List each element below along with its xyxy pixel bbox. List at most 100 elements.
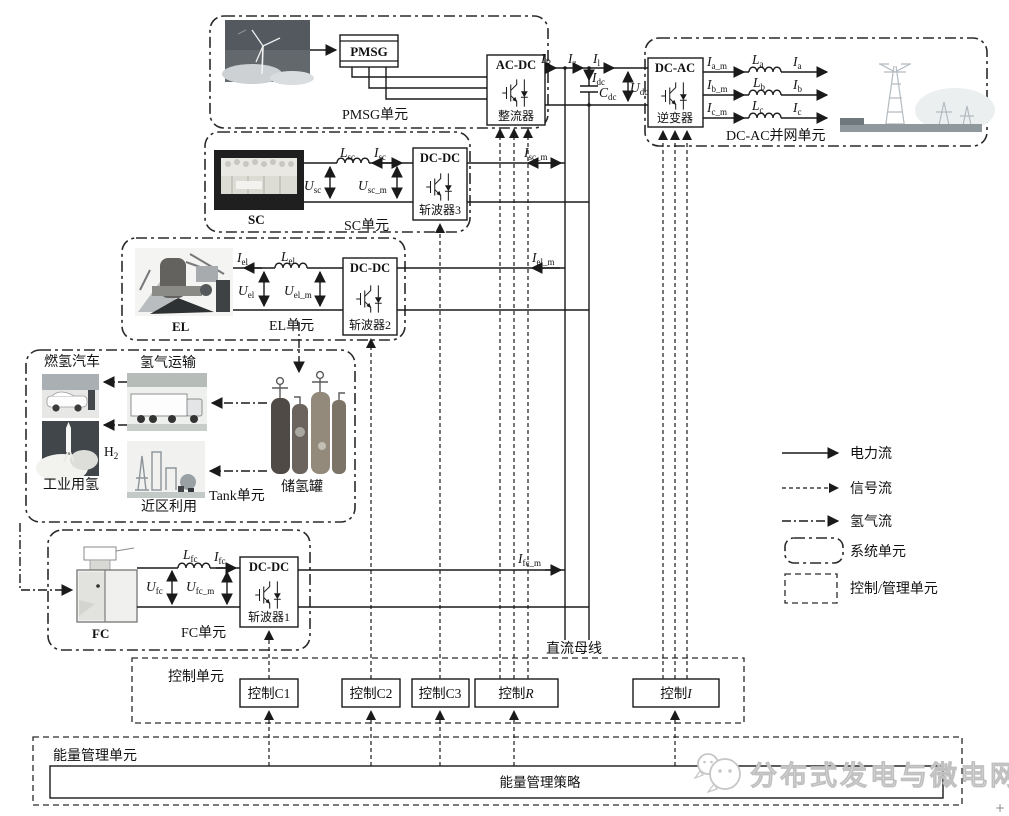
industrial-hydrogen-photo: [36, 421, 99, 482]
tank-to-fc-line: [19, 523, 74, 596]
sc-device-label: SC: [248, 212, 265, 227]
chopper1-block: DC-DC 斩波器1: [239, 556, 299, 628]
rectifier-type-label: AC-DC: [496, 58, 536, 72]
el-device-label: EL: [172, 319, 190, 334]
legend-hydrogen-label: 氢气流: [850, 514, 892, 530]
corner-plus-artifact: +: [995, 801, 1005, 815]
inverter-type-label: DC-AC: [655, 61, 695, 75]
fc-unit-label: FC单元: [181, 625, 226, 641]
label-I_fc_m: Ifc_m: [517, 551, 541, 568]
control-c2-box: 控制C2: [341, 678, 401, 708]
pmsg-generator-block: PMSG: [339, 34, 399, 68]
chopper1-type-label: DC-DC: [249, 560, 289, 574]
legend-system-unit-label: 系统单元: [850, 544, 906, 560]
pmsg-label: PMSG: [350, 44, 388, 59]
label-I_el: Iel: [236, 250, 248, 267]
svg-text:控制I: 控制I: [660, 686, 693, 701]
label-U_el: Uel: [238, 283, 255, 300]
legend-control-unit-swatch: [784, 573, 838, 604]
label-I_sc: Isc: [373, 145, 386, 162]
grid-phase-lines: [703, 66, 829, 124]
label-L_sc: Lsc: [339, 145, 355, 162]
watermark: 分布式发电与微电网: [693, 753, 1009, 794]
label-I_R: IR: [540, 51, 552, 68]
control-c3-box: 控制C3: [411, 678, 470, 708]
industrial-hydrogen-label: 工业用氢: [43, 477, 99, 493]
grid-tower-photo: [838, 52, 995, 138]
pmsg-unit-boundary: [209, 15, 549, 129]
hydrogen-car-label: 燃氢汽车: [44, 353, 100, 370]
fc-wires: [137, 562, 589, 608]
el-wires: [233, 262, 589, 311]
legend-power-label: 电力流: [850, 446, 892, 462]
pmsg-three-phase-wires: [351, 67, 487, 100]
wind-turbine-photo: [222, 20, 314, 85]
label-H2: H2: [104, 444, 118, 461]
pmsg-unit-label: PMSG单元: [342, 107, 408, 123]
strategy-feed-lines: [263, 709, 681, 766]
energy-unit-label: 能量管理单元: [53, 748, 137, 764]
label-I_fc: Ifc: [213, 549, 226, 566]
hydrogen-truck-photo: [127, 373, 207, 431]
label-U_el_m: Uel_m: [284, 283, 312, 300]
sc-unit-boundary: [204, 131, 471, 233]
label-I_a_m: Ia_m: [706, 54, 727, 71]
control-r-box: 控制R: [474, 678, 559, 708]
tank-unit-boundary: [25, 349, 356, 523]
label-U_fc: Ufc: [146, 579, 163, 596]
chopper2-type-label: DC-DC: [350, 261, 390, 275]
el-unit-boundary: [121, 237, 406, 341]
local-use-photo: [127, 441, 205, 498]
label-I_sc_m: Isc_m: [523, 145, 548, 162]
hydrogen-storage-label: 储氢罐: [281, 479, 323, 495]
sc-unit-label: SC单元: [344, 218, 389, 234]
label-I_c_m: Ic_m: [706, 100, 727, 117]
control-c1-box: 控制C1: [239, 678, 299, 708]
dc-link: [545, 62, 648, 640]
fc-device-label: FC: [92, 626, 109, 641]
label-U_fc_m: Ufc_m: [186, 579, 214, 596]
legend-system-unit-swatch: [784, 537, 844, 564]
label-L_c: Lc: [751, 98, 764, 115]
dc-bus-label: 直流母线: [546, 640, 602, 657]
label-U_sc_m: Usc_m: [358, 178, 387, 195]
watermark-text: 分布式发电与微电网: [750, 760, 1009, 791]
chopper1-name-label: 斩波器1: [248, 610, 290, 624]
tank-unit-label: Tank单元: [209, 488, 265, 504]
local-use-label: 近区利用: [141, 499, 197, 515]
gate-signal-lines: [263, 127, 693, 679]
grid-unit-boundary: [644, 37, 988, 147]
chopper3-type-label: DC-DC: [420, 151, 460, 165]
chopper2-name-label: 斩波器2: [349, 318, 391, 332]
grid-unit-label: DC-AC并网单元: [726, 128, 826, 144]
svg-text:控制C1: 控制C1: [248, 686, 291, 701]
control-unit-label: 控制单元: [168, 669, 224, 685]
legend-control-unit-label: 控制/管理单元: [850, 581, 938, 597]
label-U_dc: Udc: [630, 80, 648, 97]
electrolyzer-photo: [135, 248, 233, 316]
energy-strategy-label: 能量管理策略: [500, 774, 581, 790]
label-L_a: La: [751, 52, 764, 69]
fuel-cell-photo: [76, 546, 138, 623]
label-I_b_m: Ib_m: [706, 77, 728, 94]
svg-text:控制C3: 控制C3: [419, 686, 462, 701]
control-unit-boundary: [131, 657, 745, 724]
wechat-chat-bubbles-icon: [693, 753, 741, 794]
control-i-box: 控制I: [632, 678, 720, 708]
inverter-block: DC-AC 逆变器: [647, 57, 704, 128]
fc-unit-boundary: [47, 529, 311, 651]
chopper3-block: DC-DC 斩波器3: [412, 147, 468, 221]
chopper2-block: DC-DC 斩波器2: [342, 257, 398, 336]
label-C_dc: Cdc: [599, 85, 617, 102]
rectifier-block: AC-DC 整流器: [486, 54, 546, 126]
label-U_sc: Usc: [304, 178, 321, 195]
energy-unit-boundary: [32, 736, 963, 806]
el-unit-label: EL单元: [269, 318, 314, 334]
label-I_c: Ic: [792, 100, 802, 117]
label-I_a: Ia: [792, 54, 802, 71]
rectifier-name-label: 整流器: [498, 108, 534, 123]
hydrogen-cylinders-photo: [268, 370, 348, 476]
label-I_el_m: Iel_m: [531, 250, 555, 267]
